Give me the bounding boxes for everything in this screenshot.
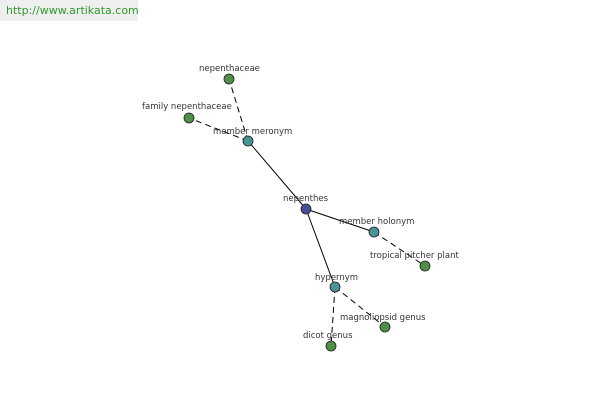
label-nepenthaceae[interactable]: nepenthaceae: [199, 64, 260, 74]
label-magnoliopsid-genus[interactable]: magnoliopsid genus: [340, 313, 426, 323]
label-hypernym[interactable]: hypernym: [315, 273, 358, 283]
nodes-layer: [183, 73, 431, 352]
watermark-link[interactable]: http://www.artikata.com: [0, 0, 139, 21]
edge-member-meronym-family-nepenthaceae: [188, 117, 249, 142]
node-nepenthaceae[interactable]: [223, 73, 235, 85]
node-family-nepenthaceae[interactable]: [183, 112, 195, 124]
node-magnoliopsid-genus[interactable]: [379, 321, 391, 333]
node-member-meronym[interactable]: [242, 135, 254, 147]
label-tropical-pitcher-plant[interactable]: tropical pitcher plant: [370, 251, 459, 261]
label-member-meronym[interactable]: member meronym: [213, 127, 292, 137]
node-tropical-pitcher-plant[interactable]: [419, 260, 431, 272]
label-dicot-genus[interactable]: dicot genus: [303, 331, 353, 341]
edge-member-meronym-nepenthaceae: [228, 78, 249, 142]
edge-nepenthes-hypernym: [305, 208, 336, 288]
node-nepenthes[interactable]: [300, 203, 312, 215]
node-hypernym[interactable]: [329, 281, 341, 293]
label-nepenthes[interactable]: nepenthes: [283, 194, 329, 204]
edge-nepenthes-member-meronym: [247, 140, 307, 210]
node-dicot-genus[interactable]: [325, 340, 337, 352]
label-member-holonym[interactable]: member holonym: [339, 217, 414, 227]
labels-layer: nepenthes member meronym member holonym …: [142, 64, 459, 341]
edge-nepenthes-member-holonym: [305, 208, 375, 233]
label-family-nepenthaceae[interactable]: family nepenthaceae: [142, 102, 232, 112]
edges-layer: [188, 78, 426, 347]
node-member-holonym[interactable]: [368, 226, 380, 238]
edge-hypernym-magnoliopsid-genus: [334, 286, 386, 328]
edge-member-holonym-tropical-pitcher-plant: [373, 231, 426, 267]
